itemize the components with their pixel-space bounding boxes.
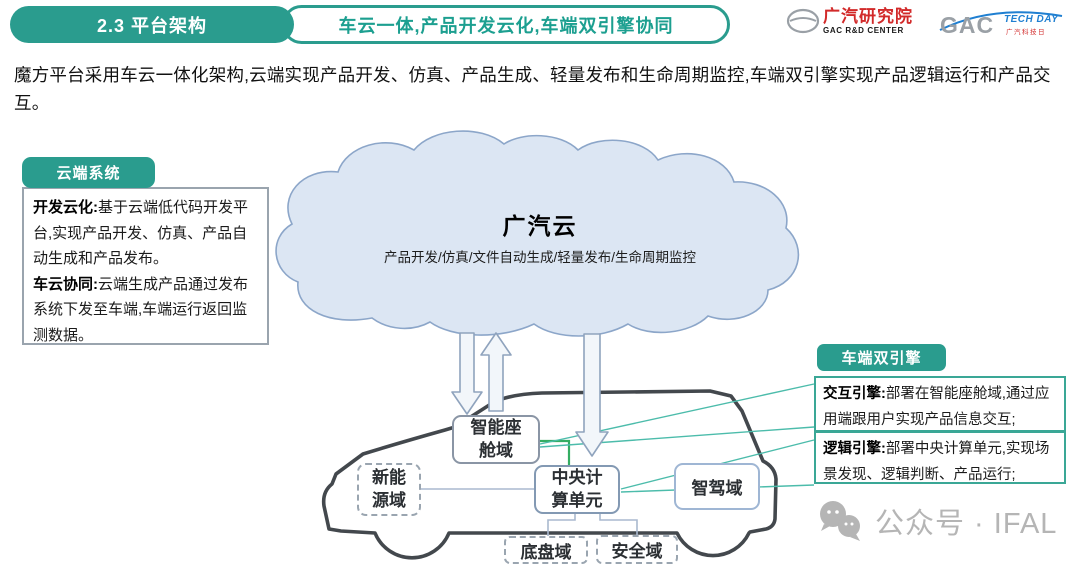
cloud-system-item-dev-label: 开发云化: bbox=[33, 199, 98, 216]
gac-cloud-title: 广汽云 bbox=[502, 213, 578, 239]
gac-emblem-icon bbox=[786, 8, 820, 34]
gac-wordmark: GAC bbox=[940, 12, 995, 38]
gac-rd-logo: 广汽研究院 GAC R&D CENTER bbox=[786, 7, 913, 35]
gac-rd-en-label: GAC R&D CENTER bbox=[823, 25, 904, 35]
wechat-icon bbox=[820, 501, 860, 541]
connector-cockpit-central-line bbox=[540, 439, 571, 465]
watermark: 公众号 · IFAL bbox=[816, 500, 1057, 542]
connector-central-chassis-line bbox=[547, 513, 576, 536]
download-arrow-central-icon bbox=[575, 333, 609, 457]
cloud-system-panel: 开发云化:基于云端低代码开发平台,实现产品开发、仿真、产品自动生成和产品发布。 … bbox=[22, 187, 269, 345]
engine-item-interaction-text: 部署在智能座舱域,通过应用端跟用户实现产品信息交互; bbox=[823, 386, 1050, 429]
gac-cloud-subtitle: 产品开发/仿真/文件自动生成/轻量发布/生命周期监控 bbox=[383, 250, 696, 265]
domain-central-compute: 中央计算单元 bbox=[534, 465, 620, 514]
engine-item-interaction: 交互引擎:部署在智能座舱域,通过应用端跟用户实现产品信息交互; bbox=[814, 376, 1066, 432]
cloud-shape bbox=[275, 130, 800, 337]
domain-ev: 新能源域 bbox=[357, 463, 421, 516]
cloud-system-item-collab-label: 车云协同: bbox=[33, 275, 98, 293]
car-outline bbox=[321, 389, 778, 560]
domain-chassis: 底盘域 bbox=[504, 536, 588, 564]
watermark-text: 公众号 · IFAL bbox=[875, 508, 1058, 540]
techday-cn-label: 广汽科技日 bbox=[1006, 29, 1046, 36]
domain-safety: 安全域 bbox=[596, 535, 678, 564]
section-badge: 2.3 平台架构 bbox=[10, 6, 294, 43]
cloud-system-item-collab-text: 云端生成产品通过发布系统下发至车端,车端运行返回监测数据。 bbox=[33, 275, 249, 344]
cloud-system-badge: 云端系统 bbox=[22, 157, 155, 188]
cloud-system-item-dev-text: 基于云端低代码开发平台,实现产品开发、仿真、产品自动生成和产品发布。 bbox=[33, 199, 249, 267]
download-arrow-cockpit-icon bbox=[451, 332, 483, 415]
page-title: 车云一体,产品开发云化,车端双引擎协同 bbox=[282, 5, 730, 44]
domain-adas: 智驾域 bbox=[674, 463, 760, 510]
engine-item-logic-text: 部署中央计算单元,实现场景发现、逻辑判断、产品运行; bbox=[823, 441, 1050, 484]
gac-techday-logo: GAC TECH DAY 广汽科技日 bbox=[938, 6, 1068, 42]
upload-arrow-cloud-icon bbox=[480, 332, 512, 412]
connector-central-safety-line bbox=[599, 513, 638, 536]
techday-label: TECH DAY bbox=[1004, 14, 1059, 25]
engine-item-logic: 逻辑引擎:部署中央计算单元,实现场景发现、逻辑判断、产品运行; bbox=[814, 431, 1066, 484]
engine-item-interaction-label: 交互引擎: bbox=[823, 386, 886, 402]
cloud-system-item-collab: 车云协同:云端生成产品通过发布系统下发至车端,车端运行返回监测数据。 bbox=[33, 272, 258, 349]
dual-engine-badge: 车端双引擎 bbox=[817, 344, 946, 371]
techday-swoosh-icon bbox=[939, 11, 1063, 31]
cloud-system-item-dev: 开发云化:基于云端低代码开发平台,实现产品开发、仿真、产品自动生成和产品发布。 bbox=[33, 195, 258, 272]
gac-rd-cn-label: 广汽研究院 bbox=[823, 6, 913, 26]
engine-item-logic-label: 逻辑引擎: bbox=[823, 441, 886, 457]
intro-text: 魔方平台采用车云一体化架构,云端实现产品开发、仿真、产品生成、轻量发布和生命周期… bbox=[14, 65, 1051, 114]
domain-cockpit: 智能座舱域 bbox=[452, 415, 540, 464]
